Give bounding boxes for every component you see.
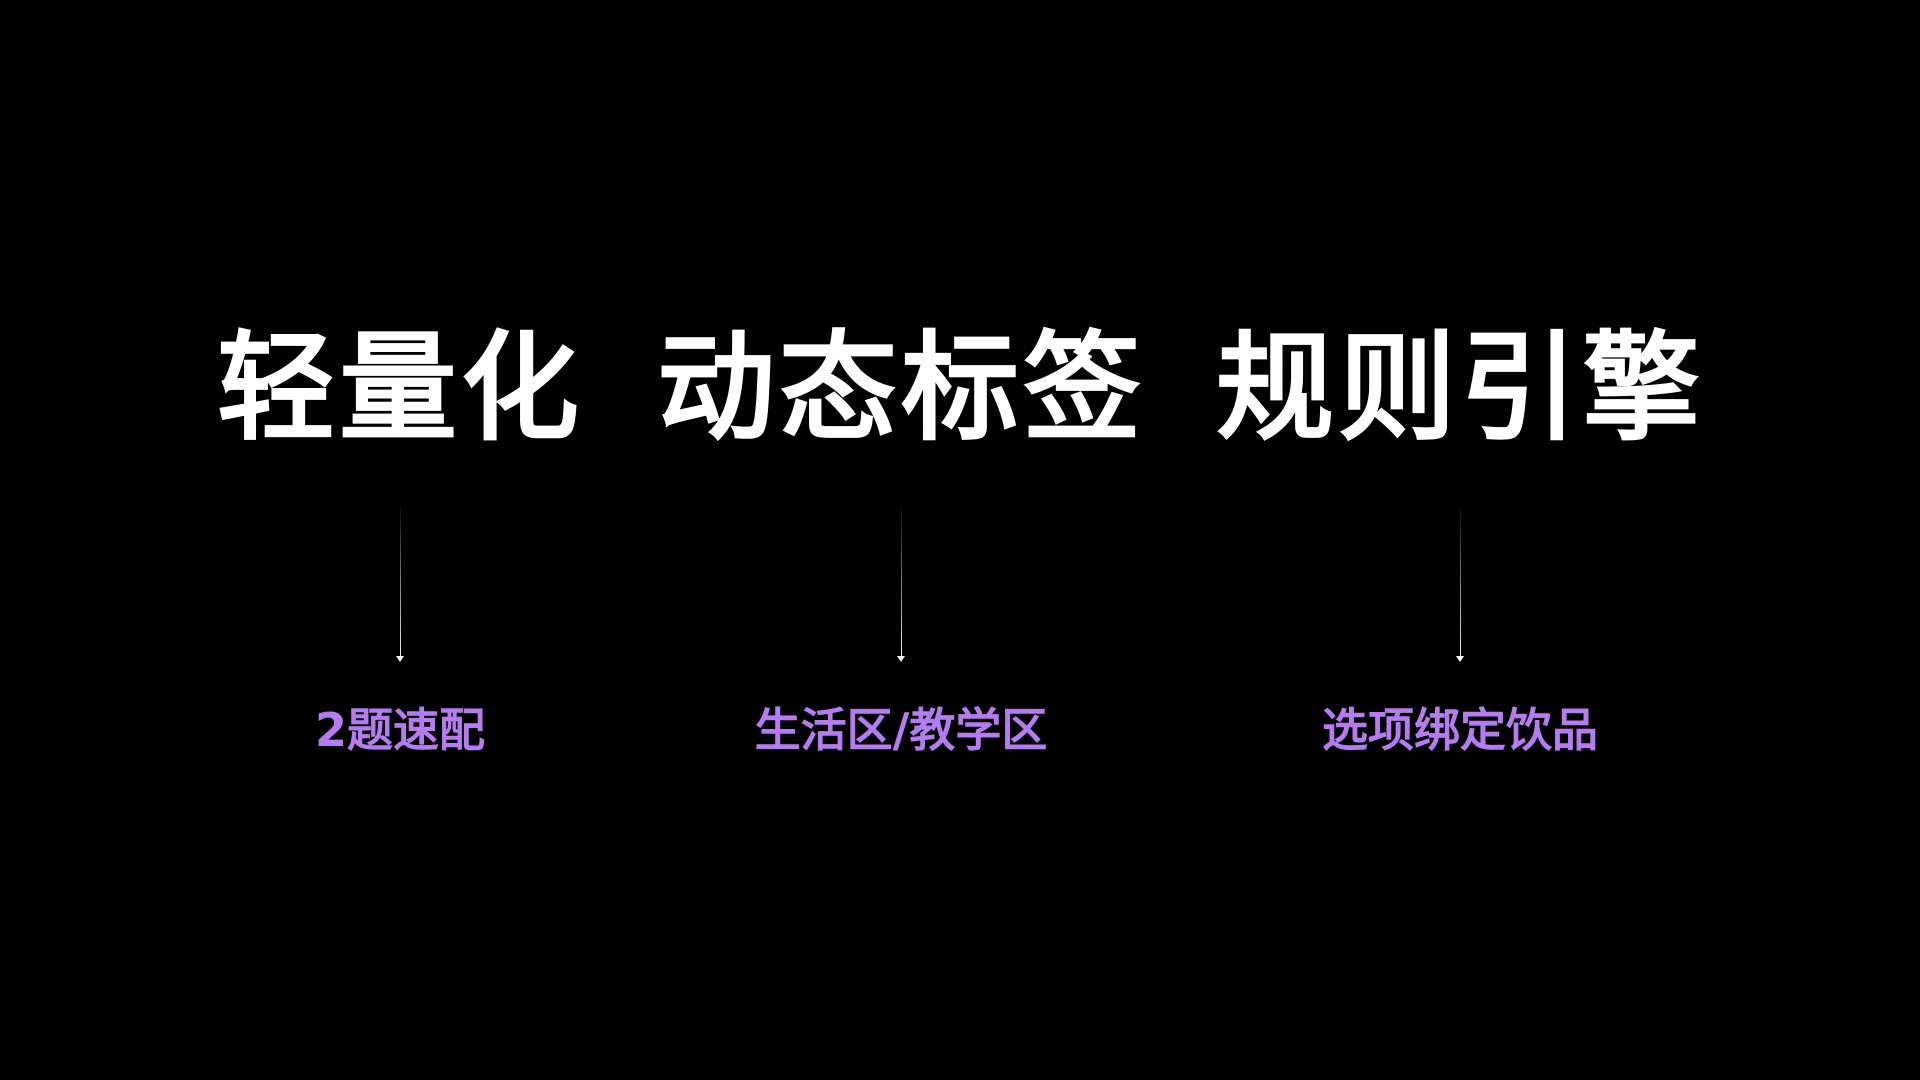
arrow-line bbox=[1459, 508, 1461, 658]
arrow-down-icon bbox=[897, 508, 905, 664]
feature-subtitle: 生活区/教学区 bbox=[754, 703, 1048, 757]
arrow-head bbox=[396, 656, 404, 662]
feature-column-lightweight: 轻量化 2题速配 bbox=[80, 0, 720, 1080]
feature-column-dynamic-tags: 动态标签 生活区/教学区 bbox=[581, 0, 1221, 1080]
feature-subtitle: 选项绑定饮品 bbox=[1322, 703, 1598, 757]
feature-title: 动态标签 bbox=[656, 319, 1145, 457]
feature-column-rule-engine: 规则引擎 选项绑定饮品 bbox=[1140, 0, 1780, 1080]
feature-title: 规则引擎 bbox=[1215, 319, 1704, 457]
feature-subtitle: 2题速配 bbox=[314, 703, 485, 757]
arrow-down-icon bbox=[396, 508, 404, 664]
arrow-line bbox=[399, 508, 401, 658]
arrow-down-icon bbox=[1456, 508, 1464, 664]
arrow-head bbox=[1456, 656, 1464, 662]
arrow-line bbox=[900, 508, 902, 658]
feature-title: 轻量化 bbox=[216, 319, 583, 457]
arrow-head bbox=[897, 656, 905, 662]
